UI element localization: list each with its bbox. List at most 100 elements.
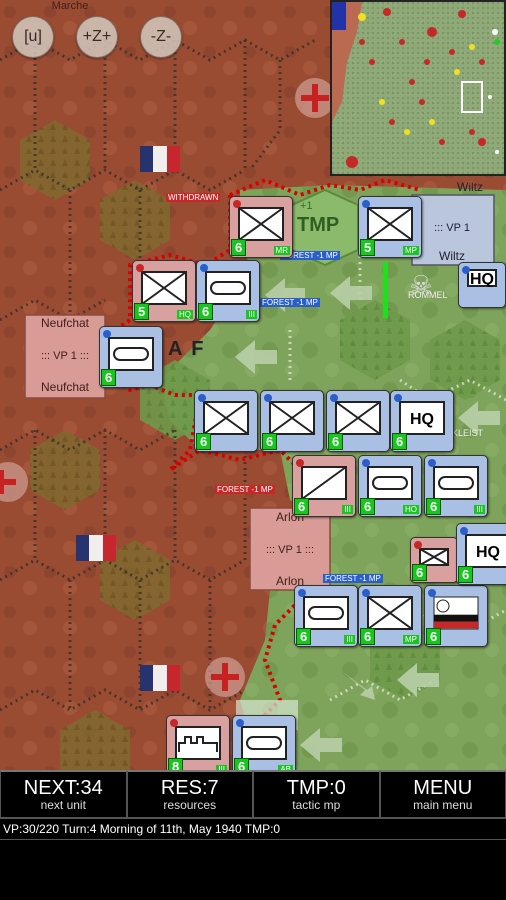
unit-strength: 6	[231, 239, 247, 256]
tmp-label: TMP	[297, 214, 340, 236]
french-flag-icon	[140, 665, 180, 691]
svg-text:HQ: HQ	[410, 411, 434, 428]
unit-selection-dot	[236, 719, 244, 727]
unit-selection-dot	[233, 200, 241, 208]
infantry-symbol-icon	[367, 207, 413, 241]
armor-symbol-icon	[108, 337, 154, 371]
unit-tag: MR	[273, 246, 290, 255]
unit-tag: III	[216, 765, 227, 770]
city-vp-label: ::: VP 1	[434, 222, 470, 234]
infantry-symbol-icon	[141, 271, 187, 305]
unit-strength: 6	[294, 498, 310, 515]
zoom-out-button[interactable]: -Z-	[140, 16, 182, 58]
unit-strength: 6	[426, 628, 442, 645]
resources-button[interactable]: RES:7 resources	[126, 770, 253, 818]
antitank-symbol-icon	[301, 466, 347, 500]
unit-counter[interactable]: 6 III	[292, 455, 356, 517]
unit-selection-dot	[428, 459, 436, 467]
unit-strength: 5	[360, 239, 376, 256]
unit-counter[interactable]: 6 MR	[229, 196, 293, 258]
red-cross-icon	[295, 78, 335, 118]
next-unit-button[interactable]: NEXT:34 next unit	[0, 770, 127, 818]
unit-counter[interactable]: 6 MP	[358, 585, 422, 647]
hq-symbol-icon: HQ	[465, 534, 506, 568]
u-button[interactable]: [u]	[12, 16, 54, 58]
city-name-label: Neufchat	[40, 380, 90, 394]
unit-counter[interactable]: HQ	[458, 262, 506, 308]
unit-counter[interactable]: 6	[194, 390, 258, 452]
forest-hex	[100, 540, 170, 620]
unit-tag: III	[246, 310, 257, 319]
unit-strength: 6	[196, 433, 212, 450]
unit-strength: 5	[134, 303, 150, 320]
arrow-left-icon	[300, 728, 342, 762]
arrow-left-icon	[397, 663, 439, 697]
unit-selection-dot	[136, 264, 144, 272]
zoom-in-button[interactable]: +Z+	[76, 16, 118, 58]
resources-count: RES:7	[160, 776, 219, 799]
action-buttons: NEXT:34 next unit RES:7 resources TMP:0 …	[0, 770, 506, 818]
unit-tag: III	[342, 505, 353, 514]
german-flag-icon	[433, 596, 479, 630]
unit-selection-dot	[414, 541, 422, 549]
resources-sub: resources	[163, 797, 217, 812]
unit-strength: 6	[392, 433, 408, 450]
infantry-symbol-icon	[367, 596, 413, 630]
menu-sub: main menu	[413, 797, 473, 812]
fort-symbol-icon	[175, 726, 221, 760]
red-cross-icon	[0, 462, 28, 502]
forest-hex	[100, 180, 170, 260]
unit-counter[interactable]: 6	[410, 537, 458, 583]
vp-status: VP:30/220	[3, 822, 60, 836]
unit-counter[interactable]: 6	[424, 585, 488, 647]
infantry-symbol-icon	[335, 401, 381, 435]
minimap[interactable]	[330, 0, 506, 176]
main-menu-button[interactable]: MENU main menu	[379, 770, 506, 818]
armor-symbol-icon	[433, 466, 479, 500]
general-name-label: ROMMEL	[408, 290, 448, 300]
svg-text:HQ: HQ	[470, 271, 494, 287]
unit-selection-dot	[296, 459, 304, 467]
forest-hex	[60, 710, 130, 770]
city-name-label: Arlon	[275, 574, 304, 588]
withdrawn-label: WITHDRAWN	[166, 193, 221, 202]
city-name-label: Marche	[51, 0, 89, 12]
unit-selection-dot	[362, 200, 370, 208]
tactic-mp-button[interactable]: TMP:0 tactic mp	[253, 770, 380, 818]
armor-symbol-icon	[303, 596, 349, 630]
city-name-label: Wiltz	[439, 249, 465, 263]
unit-strength: 6	[328, 433, 344, 450]
infantry-symbol-icon	[269, 401, 315, 435]
forest-hex	[340, 300, 410, 380]
forest-hex	[30, 430, 100, 510]
svg-text:HQ: HQ	[476, 544, 500, 561]
unit-counter[interactable]: 6	[326, 390, 390, 452]
unit-tag: III	[344, 635, 355, 644]
next-unit-count: NEXT:34	[23, 776, 103, 799]
unit-strength: 6	[360, 628, 376, 645]
unit-tag: MP	[403, 635, 419, 644]
date-status: Morning of 11th, May 1940	[99, 822, 242, 836]
city-name-label: Neufchat	[40, 316, 90, 330]
city-vp-label: ::: VP 1 :::	[40, 350, 90, 362]
city-neufchat[interactable]	[24, 314, 106, 399]
terrain-cost-label: FOREST -1 MP	[260, 298, 320, 307]
unit-counter[interactable]: 6	[99, 326, 163, 388]
unit-counter[interactable]: 6	[260, 390, 324, 452]
minimap-canvas[interactable]	[332, 2, 504, 174]
next-unit-sub: next unit	[40, 797, 86, 812]
unit-selection-dot	[394, 394, 402, 402]
armor-symbol-icon	[367, 466, 413, 500]
unit-selection-dot	[200, 264, 208, 272]
game-map[interactable]: Neufchat ::: VP 1 ::: Neufchat Arlon :::…	[0, 0, 506, 770]
